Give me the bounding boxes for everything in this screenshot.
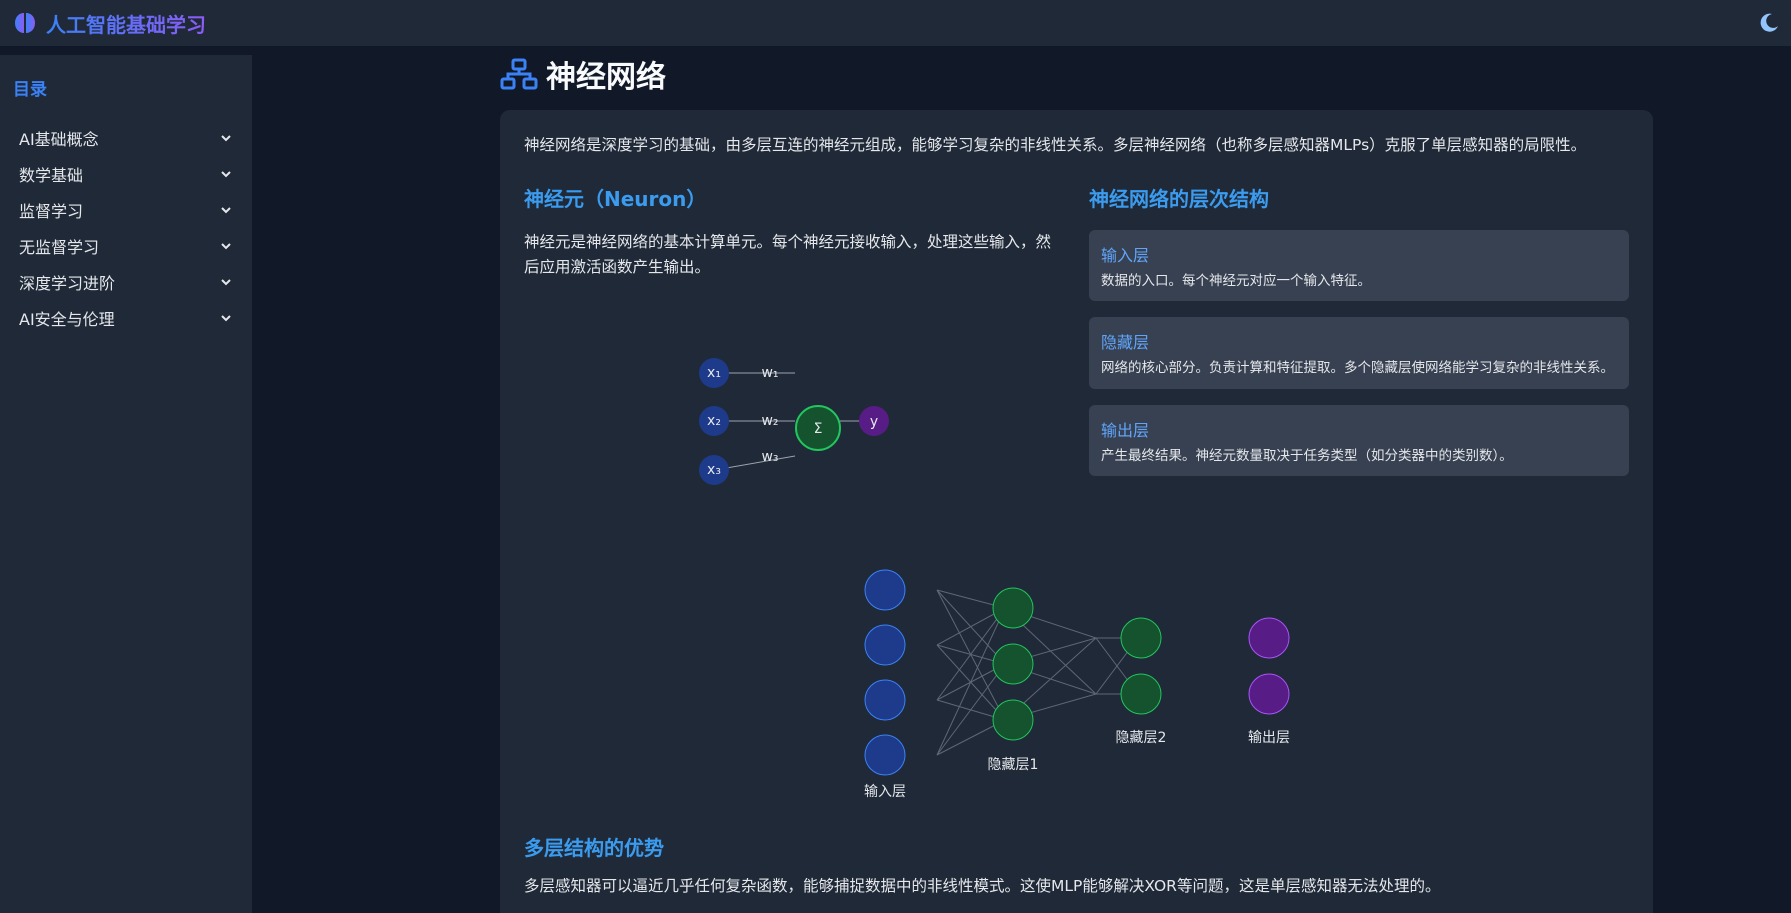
network-node [1120,617,1162,659]
sidebar-item-label: AI基础概念 [19,130,99,149]
toc-title: 目录 [13,80,47,100]
network-icon [500,58,538,90]
network-node [992,587,1034,629]
chevron-down-icon [221,243,231,250]
layers-title: 神经网络的层次结构 [1089,187,1269,211]
neuron-section: 神经元（Neuron） 神经元是神经网络的基本计算单元。每个神经元接收输入，处理… [524,183,1054,280]
chevron-down-icon [221,135,231,142]
sum-label: Σ [814,421,823,437]
weight-label-w3: w₃ [761,449,778,465]
sum-node [795,405,841,451]
layer-card-desc: 产生最终结果。神经元数量取决于任务类型（如分类器中的类别数）。 [1101,447,1513,464]
neuron-diagram: x₁ x₂ x₃ w₁ w₂ w₃ Σ y [699,358,889,485]
content-card: 神经网络是深度学习的基础，由多层互连的神经元组成，能够学习复杂的非线性关系。多层… [500,110,1653,913]
hidden-layer-2 [1120,617,1162,715]
connections [936,589,1139,756]
sidebar-item-label: 无监督学习 [19,238,100,257]
chevron-down-icon [221,279,231,286]
layers-section: 神经网络的层次结构 输入层 数据的入口。每个神经元对应一个输入特征。 隐藏层 网… [1089,183,1629,492]
layer-card-desc: 数据的入口。每个神经元对应一个输入特征。 [1101,273,1371,289]
hidden-layer-1-label: 隐藏层1 [988,757,1039,773]
neuron-title: 神经元（Neuron） [524,187,707,211]
network-diagram: 输入层 隐藏层1 隐藏层2 输出层 [864,569,1290,800]
weight-label-w2: w₂ [761,413,778,429]
hidden-layer-2-label: 隐藏层2 [1116,730,1167,746]
layer-card-title: 输出层 [1101,420,1150,440]
input-layer [864,569,906,776]
input-label-x1: x₁ [707,365,721,381]
layer-card-output: 输出层 产生最终结果。神经元数量取决于任务类型（如分类器中的类别数）。 [1089,404,1629,476]
page-title: 神经网络 [546,60,666,95]
layer-card-title: 输入层 [1101,246,1150,265]
input-label-x3: x₃ [707,462,721,478]
network-node [1120,673,1162,715]
sidebar-item-label: AI安全与伦理 [19,310,115,329]
chevron-down-icon [221,315,231,322]
advantages-desc: 多层感知器可以逼近几乎任何复杂函数，能够捕捉数据中的非线性模式。这使MLP能够解… [524,877,1441,895]
sidebar-item-ai-safety[interactable]: AI安全与伦理 [13,300,239,336]
network-node [864,734,906,776]
sidebar-item-deep-learning[interactable]: 深度学习进阶 [13,264,239,300]
network-node [1248,673,1290,715]
chevron-down-icon [221,171,231,178]
input-layer-label: 输入层 [864,784,906,800]
sidebar-item-label: 数学基础 [19,166,84,185]
network-node [992,643,1034,685]
advantages-title: 多层结构的优势 [524,836,664,860]
network-node [864,624,906,666]
chevron-down-icon [221,207,231,214]
top-bar: 人工智能基础学习 [0,0,1791,47]
neuron-desc: 神经元是神经网络的基本计算单元。每个神经元接收输入，处理这些输入，然后应用激活函… [524,233,1052,276]
brain-icon [15,13,35,33]
page-header: 神经网络 [500,52,666,96]
weight-label-w1: w₁ [761,365,778,381]
layer-card-hidden: 隐藏层 网络的核心部分。负责计算和特征提取。多个隐藏层使网络能学习复杂的非线性关… [1089,317,1629,389]
input-node-x2 [699,406,729,436]
output-layer [1248,617,1290,715]
layer-card-title: 隐藏层 [1101,333,1150,353]
sidebar: 目录 AI基础概念 数学基础 监督学习 无监督学习 深度学习进阶 AI安全与伦理 [0,55,252,913]
layer-card-input: 输入层 数据的入口。每个神经元对应一个输入特征。 [1089,230,1629,302]
sidebar-item-label: 监督学习 [19,202,84,221]
app-title[interactable]: 人工智能基础学习 [46,9,206,38]
output-label: y [870,414,878,430]
hidden-layer-1 [992,587,1034,741]
sidebar-item-math[interactable]: 数学基础 [13,156,239,192]
input-node-x3 [699,455,729,485]
sidebar-item-unsupervised[interactable]: 无监督学习 [13,228,239,264]
input-node-x1 [699,358,729,388]
layer-card-desc: 网络的核心部分。负责计算和特征提取。多个隐藏层使网络能学习复杂的非线性关系。 [1101,360,1614,377]
moon-icon[interactable] [1757,11,1781,35]
output-layer-label: 输出层 [1248,730,1290,746]
network-node [864,679,906,721]
intro-text: 神经网络是深度学习的基础，由多层互连的神经元组成，能够学习复杂的非线性关系。多层… [524,136,1587,154]
sidebar-item-ai-basics[interactable]: AI基础概念 [13,120,239,156]
output-node [859,406,889,436]
network-node [1248,617,1290,659]
sidebar-item-supervised[interactable]: 监督学习 [13,192,239,228]
network-node [992,699,1034,741]
sidebar-item-label: 深度学习进阶 [19,274,116,293]
network-node [864,569,906,611]
input-label-x2: x₂ [707,413,721,429]
